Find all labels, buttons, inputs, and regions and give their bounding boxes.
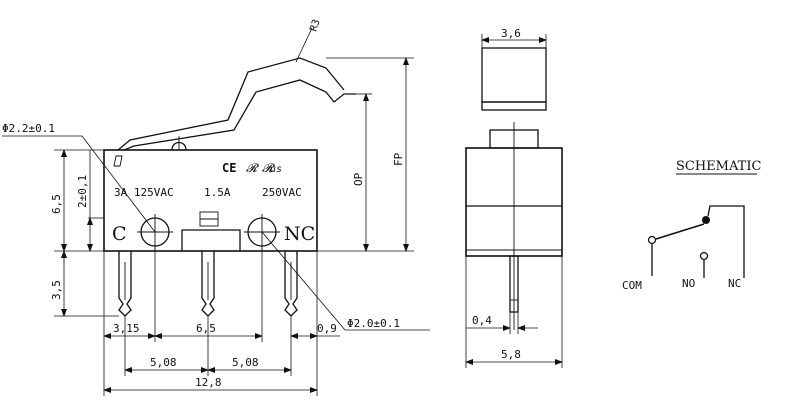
com-terminal-dot [647, 235, 657, 245]
dim-pitch-center-label: 6,5 [196, 322, 216, 335]
hole-large-label: Φ2.2±0.1 [2, 122, 55, 135]
dim-pin-thickness-label: 0,4 [472, 314, 492, 327]
dim-pitch-right-label: 5,08 [232, 356, 259, 369]
cul-mark-suffix: us [270, 164, 282, 175]
radius-leader [295, 27, 313, 63]
label-nc: NC [728, 277, 741, 290]
terminal-pins [118, 251, 298, 317]
rating-mid: 1.5A [204, 186, 231, 199]
cul-mark: 𝓡 [262, 161, 276, 175]
dim-height-body-label: 6,5 [50, 194, 63, 214]
dim-offset-left-label: 3,15 [113, 322, 140, 335]
cert-marks: CE 𝓡 𝓡 us [222, 161, 282, 175]
schematic: SCHEMATIC COM NO NC [622, 159, 761, 292]
dim-pitch-left-label: 5,08 [150, 356, 177, 369]
no-terminal-dot [699, 251, 709, 261]
terminal-nc-label: NC [284, 223, 315, 245]
hole-small-label: Φ2.0±0.1 [347, 317, 400, 330]
front-view: R3 CE 𝓡 𝓡 us 3A 125VAC 1.5A 250VAC C NC [2, 18, 430, 396]
ce-mark: CE [222, 161, 236, 175]
hole-small-leader [261, 231, 346, 331]
label-no: NO [682, 277, 695, 290]
rating-left: 3A 125VAC [114, 186, 174, 199]
dim-width-total-label: 12,8 [195, 376, 222, 389]
side-view: 3,6 0,4 5,8 [465, 27, 563, 368]
rating-right: 250VAC [262, 186, 302, 199]
dim-hole-height-label: 2±0,1 [76, 175, 89, 208]
switch-arm [655, 223, 705, 240]
dim-pin-length-label: 3,5 [50, 280, 63, 300]
hole-large-leader [81, 135, 156, 233]
dim-fp-label: FP [392, 152, 405, 166]
schematic-title: SCHEMATIC [676, 159, 761, 174]
label-com: COM [622, 279, 642, 292]
lever-outer [117, 57, 345, 151]
dim-op-label: OP [352, 172, 365, 186]
ul-mark: 𝓡 [246, 161, 260, 175]
nc-contact-dot [702, 216, 710, 224]
body-notch [181, 229, 241, 251]
side-lever-band [481, 101, 547, 111]
dim-top-width-label: 3,6 [501, 27, 521, 40]
dim-offset-right-label: 0,9 [317, 322, 337, 335]
terminal-c-label: C [112, 223, 127, 245]
side-lever-top [481, 47, 547, 103]
radius-label: R3 [308, 18, 322, 33]
body-corner-mark [113, 155, 123, 167]
lever-inner [123, 79, 356, 151]
switch-body [103, 149, 318, 252]
side-pin [509, 255, 519, 313]
nc-lead [707, 205, 745, 278]
dim-body-width-label: 5,8 [501, 348, 521, 361]
